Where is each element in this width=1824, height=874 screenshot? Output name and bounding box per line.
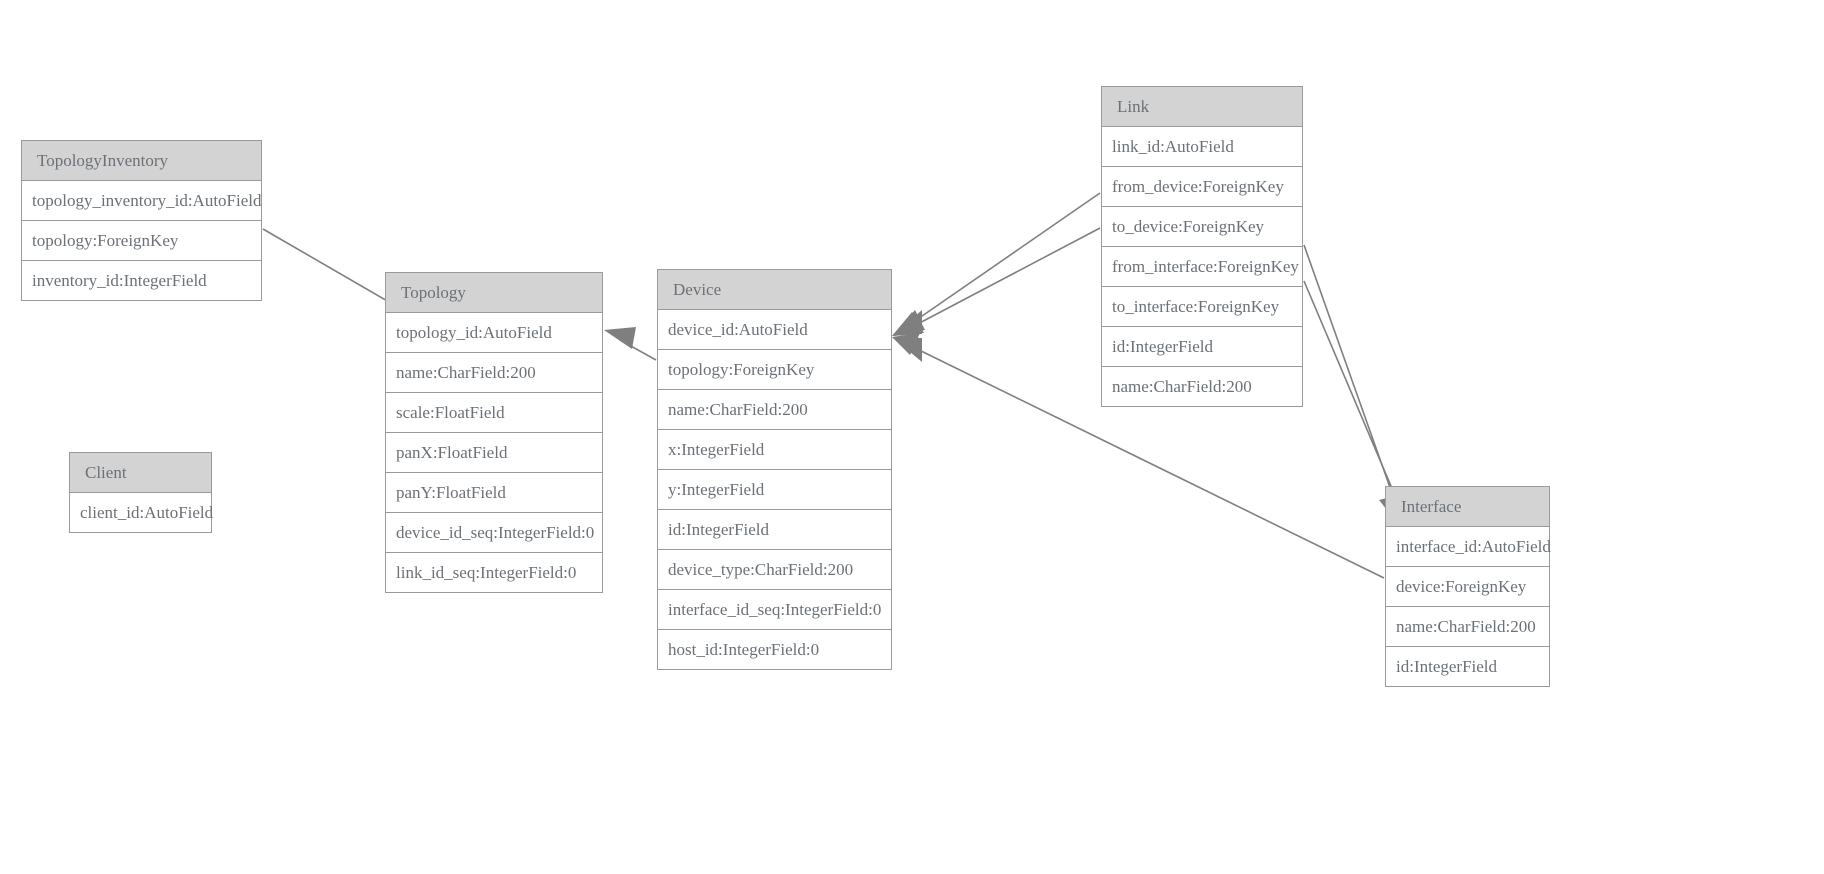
entity-topologyinventory[interactable]: TopologyInventory topology_inventory_id:… xyxy=(21,140,262,301)
field-device-interface-id-seq: interface_id_seq:IntegerField:0 xyxy=(658,590,891,630)
field-link-id-integer: id:IntegerField xyxy=(1102,327,1302,367)
field-interface-device: device:ForeignKey xyxy=(1386,567,1549,607)
field-interface-name: name:CharField:200 xyxy=(1386,607,1549,647)
field-topology-panx: panX:FloatField xyxy=(386,433,602,473)
entity-topologyinventory-title: TopologyInventory xyxy=(22,141,261,181)
entity-topology-title: Topology xyxy=(386,273,602,313)
device-incoming-arrowhead xyxy=(892,310,922,362)
field-interface-id-integer: id:IntegerField xyxy=(1386,647,1549,686)
field-device-name: name:CharField:200 xyxy=(658,390,891,430)
edge-link-from-device xyxy=(892,192,1101,336)
entity-client[interactable]: Client client_id:AutoField xyxy=(69,452,213,533)
field-client-id: client_id:AutoField xyxy=(70,493,213,532)
entity-device-title: Device xyxy=(658,270,891,310)
field-topology-pany: panY:FloatField xyxy=(386,473,602,513)
field-interface-id: interface_id:AutoField xyxy=(1386,527,1551,567)
field-device-id-integer: id:IntegerField xyxy=(658,510,891,550)
entity-link-title: Link xyxy=(1102,87,1302,127)
field-inventory-id: inventory_id:IntegerField xyxy=(22,261,261,300)
field-link-to-interface: to_interface:ForeignKey xyxy=(1102,287,1302,327)
entity-client-title: Client xyxy=(70,453,211,493)
field-topology-scale: scale:FloatField xyxy=(386,393,602,433)
field-device-host-id: host_id:IntegerField:0 xyxy=(658,630,891,669)
field-topology-foreignkey: topology:ForeignKey xyxy=(22,221,261,261)
field-topology-device-id-seq: device_id_seq:IntegerField:0 xyxy=(386,513,602,553)
entity-interface-title: Interface xyxy=(1386,487,1549,527)
field-device-topology: topology:ForeignKey xyxy=(658,350,891,390)
field-device-x: x:IntegerField xyxy=(658,430,891,470)
entity-link[interactable]: Link link_id:AutoField from_device:Forei… xyxy=(1101,86,1303,407)
field-device-type: device_type:CharField:200 xyxy=(658,550,891,590)
field-device-y: y:IntegerField xyxy=(658,470,891,510)
field-link-to-device: to_device:ForeignKey xyxy=(1102,207,1302,247)
entity-topology[interactable]: Topology topology_id:AutoField name:Char… xyxy=(385,272,603,593)
edge-device-topology xyxy=(604,327,657,361)
field-topology-name: name:CharField:200 xyxy=(386,353,602,393)
field-topology-link-id-seq: link_id_seq:IntegerField:0 xyxy=(386,553,602,592)
entity-device[interactable]: Device device_id:AutoField topology:Fore… xyxy=(657,269,892,670)
edge-link-to-device xyxy=(892,227,1101,336)
field-link-from-device: from_device:ForeignKey xyxy=(1102,167,1302,207)
field-topology-id: topology_id:AutoField xyxy=(386,313,602,353)
field-topology-inventory-id: topology_inventory_id:AutoField xyxy=(22,181,262,221)
field-link-id: link_id:AutoField xyxy=(1102,127,1302,167)
field-link-from-interface: from_interface:ForeignKey xyxy=(1102,247,1302,287)
field-device-id: device_id:AutoField xyxy=(658,310,891,350)
entity-interface[interactable]: Interface interface_id:AutoField device:… xyxy=(1385,486,1551,687)
field-link-name: name:CharField:200 xyxy=(1102,367,1302,406)
